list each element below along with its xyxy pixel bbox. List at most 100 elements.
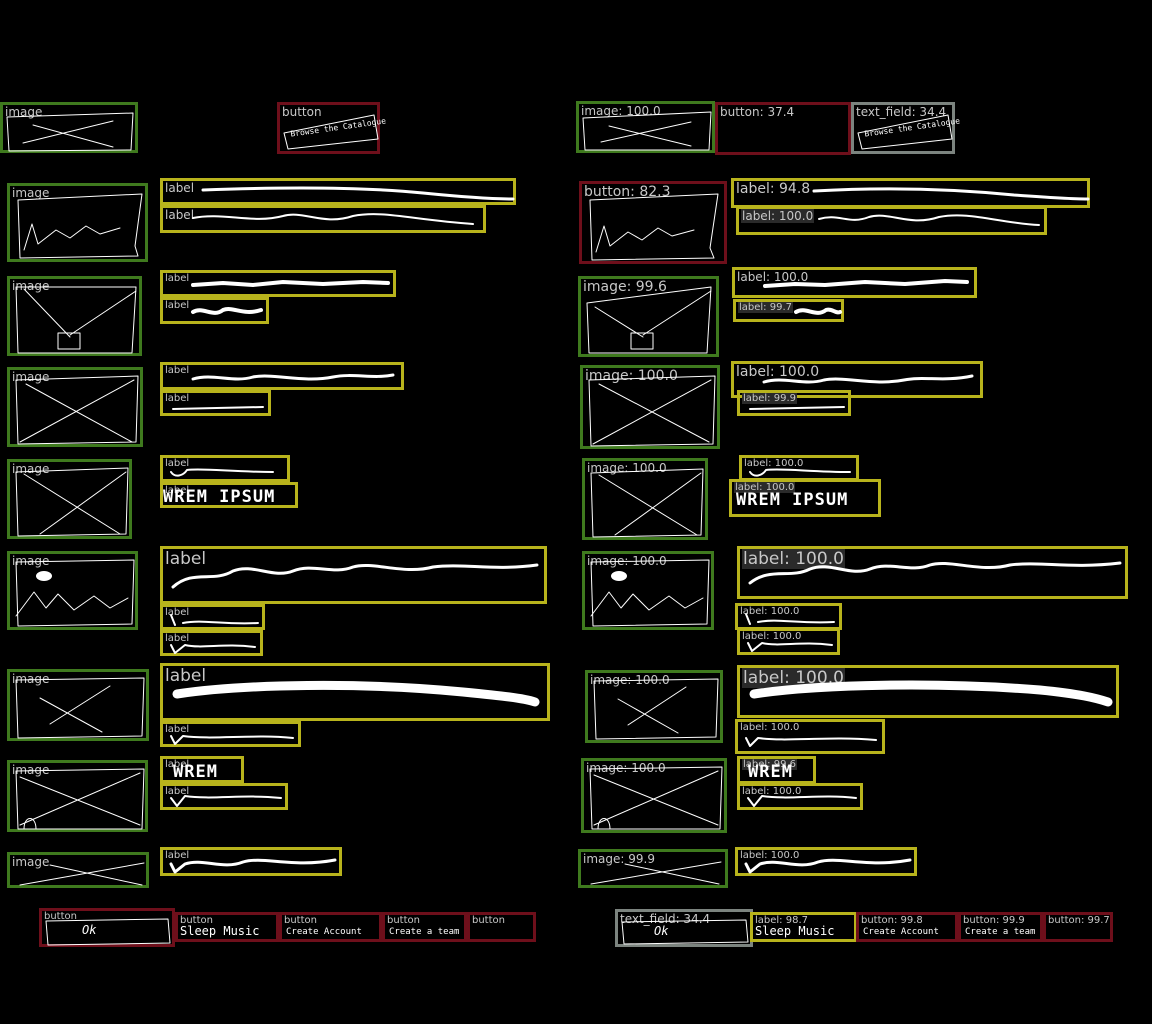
left-image-r3-tag: image xyxy=(12,370,50,384)
right-button-r0[interactable]: button: 37.4 xyxy=(715,102,851,155)
right-bottom-text-field-ok[interactable]: text_field: 34.4 Ok xyxy=(615,909,753,947)
right-label-r5-a: label: 100.0 xyxy=(737,546,1128,599)
right-label-r4-a-tag: label: 100.0 xyxy=(744,458,804,469)
scribble-icon xyxy=(748,561,1122,585)
right-bottom-button-5-tag: button: 99.7 xyxy=(1048,915,1110,926)
scribble-icon xyxy=(745,737,877,747)
sketch-text-field-icon xyxy=(857,114,953,150)
sketch-image-icon xyxy=(15,768,145,830)
right-image-r8-tag: image: 99.9 xyxy=(583,852,655,866)
right-label-r6-b-tag: label: 100.0 xyxy=(740,722,800,733)
left-label-r4-b: label WREM IPSUM xyxy=(160,482,298,508)
right-label-r6-b: label: 100.0 xyxy=(735,719,885,754)
left-image-r3: image xyxy=(7,367,143,447)
left-label-r3-b: label xyxy=(160,390,271,416)
right-label-r7-b-tag: label: 100.0 xyxy=(742,786,802,797)
left-button-r0-tag: button xyxy=(282,105,322,119)
scribble-icon xyxy=(170,468,274,477)
left-label-r8-a-tag: label xyxy=(165,850,190,861)
scribble-icon xyxy=(763,279,969,288)
left-bottom-button-5[interactable]: button xyxy=(467,912,536,942)
scribble-icon xyxy=(170,614,259,626)
left-label-r3-a-tag: label xyxy=(165,365,190,376)
right-label-r5-a-tag: label: 100.0 xyxy=(742,549,845,569)
right-label-r5-b: label: 100.0 xyxy=(735,603,842,630)
right-bottom-text-field-ok-text: Ok xyxy=(654,924,669,938)
left-label-r2-b-tag: label xyxy=(165,300,190,311)
right-bottom-text-field-ok-tag: text_field: 34.4 xyxy=(620,912,711,926)
sketch-button-icon xyxy=(283,114,379,150)
scribble-icon xyxy=(191,373,395,381)
left-bottom-button-create-account[interactable]: button Create Account xyxy=(279,912,382,942)
sketch-image-icon xyxy=(15,677,145,739)
sketch-image-icon xyxy=(15,375,139,445)
sketch-image-icon xyxy=(15,559,135,627)
sketch-image-icon xyxy=(17,193,143,259)
right-bottom-button-5[interactable]: button: 99.7 xyxy=(1043,912,1113,942)
left-label-r6-b: label xyxy=(160,721,301,747)
sketch-image-icon xyxy=(590,559,710,627)
right-image-r4: image: 100.0 xyxy=(582,458,708,540)
sketch-image-icon xyxy=(15,467,129,537)
scribble-icon xyxy=(191,307,263,315)
left-label-r2-b: label xyxy=(160,297,269,324)
left-label-r5-c-tag: label xyxy=(165,633,190,644)
left-label-r6-a-tag: label xyxy=(165,666,207,686)
sketch-image-icon xyxy=(19,862,145,886)
right-bottom-button-create-account-text: Create Account xyxy=(863,927,939,937)
right-label-r2-a: label: 100.0 xyxy=(732,267,977,298)
left-label-r5-b-tag: label xyxy=(165,607,190,618)
scribble-icon xyxy=(747,642,833,652)
left-bottom-button-ok[interactable]: button Ok xyxy=(39,908,175,947)
right-label-r3-a-tag: label: 100.0 xyxy=(736,364,820,380)
sketch-image-icon xyxy=(586,286,712,354)
left-label-r4-a: label xyxy=(160,455,290,482)
right-label-r1-b: label: 100.0 xyxy=(736,206,1047,235)
left-label-r1-b: label xyxy=(160,205,486,233)
right-bottom-button-create-account[interactable]: button: 99.8 Create Account xyxy=(856,912,958,942)
left-bottom-button-sleep-music-tag: button xyxy=(180,915,213,926)
right-button-r1[interactable]: button: 82.3 xyxy=(579,181,727,264)
right-image-r3-tag: image: 100.0 xyxy=(585,368,678,384)
right-label-r7-a: label: 99.6 WREM xyxy=(737,756,816,784)
left-label-r7-b-tag: label xyxy=(165,786,190,797)
left-bottom-button-create-team[interactable]: button Create a team xyxy=(382,912,467,942)
right-image-r3: image: 100.0 xyxy=(580,365,720,449)
sketch-button-icon xyxy=(45,918,171,946)
left-bottom-button-sleep-music[interactable]: button Sleep Music xyxy=(175,912,279,942)
left-label-r5-a: label xyxy=(160,546,547,604)
right-label-r5-b-tag: label: 100.0 xyxy=(740,606,800,617)
sketch-image-icon xyxy=(590,861,722,885)
scribble-icon xyxy=(744,858,912,874)
left-bottom-button-create-team-tag: button xyxy=(387,915,420,926)
right-bottom-label-sleep-music-text: Sleep Music xyxy=(755,924,835,938)
left-image-r5: image xyxy=(7,551,138,630)
right-bottom-button-create-team-tag: button: 99.9 xyxy=(963,915,1025,926)
left-label-r5-a-tag: label xyxy=(165,549,207,569)
sketch-button-icon xyxy=(589,193,719,261)
left-label-r4-a-tag: label xyxy=(165,458,190,469)
scribble-icon xyxy=(794,307,842,315)
left-image-r1: image xyxy=(7,183,148,262)
right-bottom-button-create-team[interactable]: button: 99.9 Create a team xyxy=(958,912,1043,942)
left-label-r7-a: label WREM xyxy=(160,756,244,783)
right-text-field-r0[interactable]: text_field: 34.4 Browse the Catalogue xyxy=(851,102,960,154)
scribble-icon xyxy=(170,735,294,745)
left-image-r2-tag: image xyxy=(12,279,50,293)
scribble-icon xyxy=(170,644,256,654)
left-button-r0[interactable]: button Browse the Catalogue xyxy=(277,102,386,154)
right-label-r3-b: label: 99.9 xyxy=(737,390,851,416)
right-label-r7-a-text: WREM xyxy=(748,762,793,782)
right-label-r3-a: label: 100.0 xyxy=(731,361,983,398)
left-image-r7: image xyxy=(7,760,148,832)
scribble-icon xyxy=(749,680,1113,707)
left-image-r7-tag: image xyxy=(12,763,50,777)
scribble-icon xyxy=(812,187,1090,201)
sketch-image-icon xyxy=(582,111,712,151)
left-bottom-button-create-account-tag: button xyxy=(284,915,317,926)
left-image-r4-tag: image xyxy=(12,462,50,476)
sketch-image-icon xyxy=(593,678,719,740)
left-image-r2: image xyxy=(7,276,142,356)
left-label-r4-b-text: WREM IPSUM xyxy=(163,487,276,507)
scribble-icon xyxy=(201,186,515,201)
